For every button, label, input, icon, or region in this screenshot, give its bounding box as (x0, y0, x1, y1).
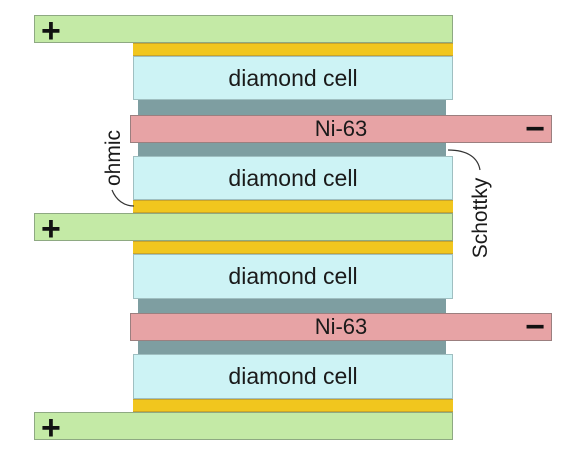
schottky-contact-3 (138, 299, 446, 313)
diamond-cell-4: diamond cell (133, 354, 453, 399)
plus-sign-middle: + (41, 210, 61, 248)
ni63-source-1: Ni-63 − (130, 110, 552, 148)
schottky-contact-2 (138, 143, 446, 156)
diamond-cell-2-label: diamond cell (228, 164, 358, 191)
schottky-contact-1 (138, 100, 446, 115)
positive-electrode-top: + (34, 14, 453, 48)
diamond-cell-3: diamond cell (133, 254, 453, 299)
ohmic-contact-4 (133, 399, 453, 412)
positive-electrode-middle: + (34, 212, 453, 246)
ni63-source-2: Ni-63 − (130, 308, 552, 346)
diamond-cell-1-label: diamond cell (228, 64, 358, 91)
ni63-source-2-label: Ni-63 (314, 314, 368, 339)
schottky-annotation: Schottky (469, 177, 492, 259)
ohmic-contact-2 (133, 200, 453, 213)
ohmic-contact-3 (133, 241, 453, 254)
ohmic-contact-1 (133, 43, 453, 56)
minus-sign-1: − (525, 110, 545, 148)
ohmic-annotation: ohmic (102, 129, 125, 187)
positive-electrode-bottom: + (34, 411, 453, 445)
ohmic-leader-line (111, 189, 135, 207)
minus-sign-2: − (525, 308, 545, 346)
diamond-cell-1: diamond cell (133, 56, 453, 100)
plus-sign-bottom: + (41, 409, 61, 447)
schottky-contact-4 (138, 341, 446, 354)
plus-sign-top: + (41, 12, 61, 50)
ni63-source-1-label: Ni-63 (314, 116, 368, 141)
diamond-cell-2: diamond cell (133, 156, 453, 200)
diamond-cell-4-label: diamond cell (228, 363, 358, 389)
diamond-cell-3-label: diamond cell (228, 263, 358, 289)
